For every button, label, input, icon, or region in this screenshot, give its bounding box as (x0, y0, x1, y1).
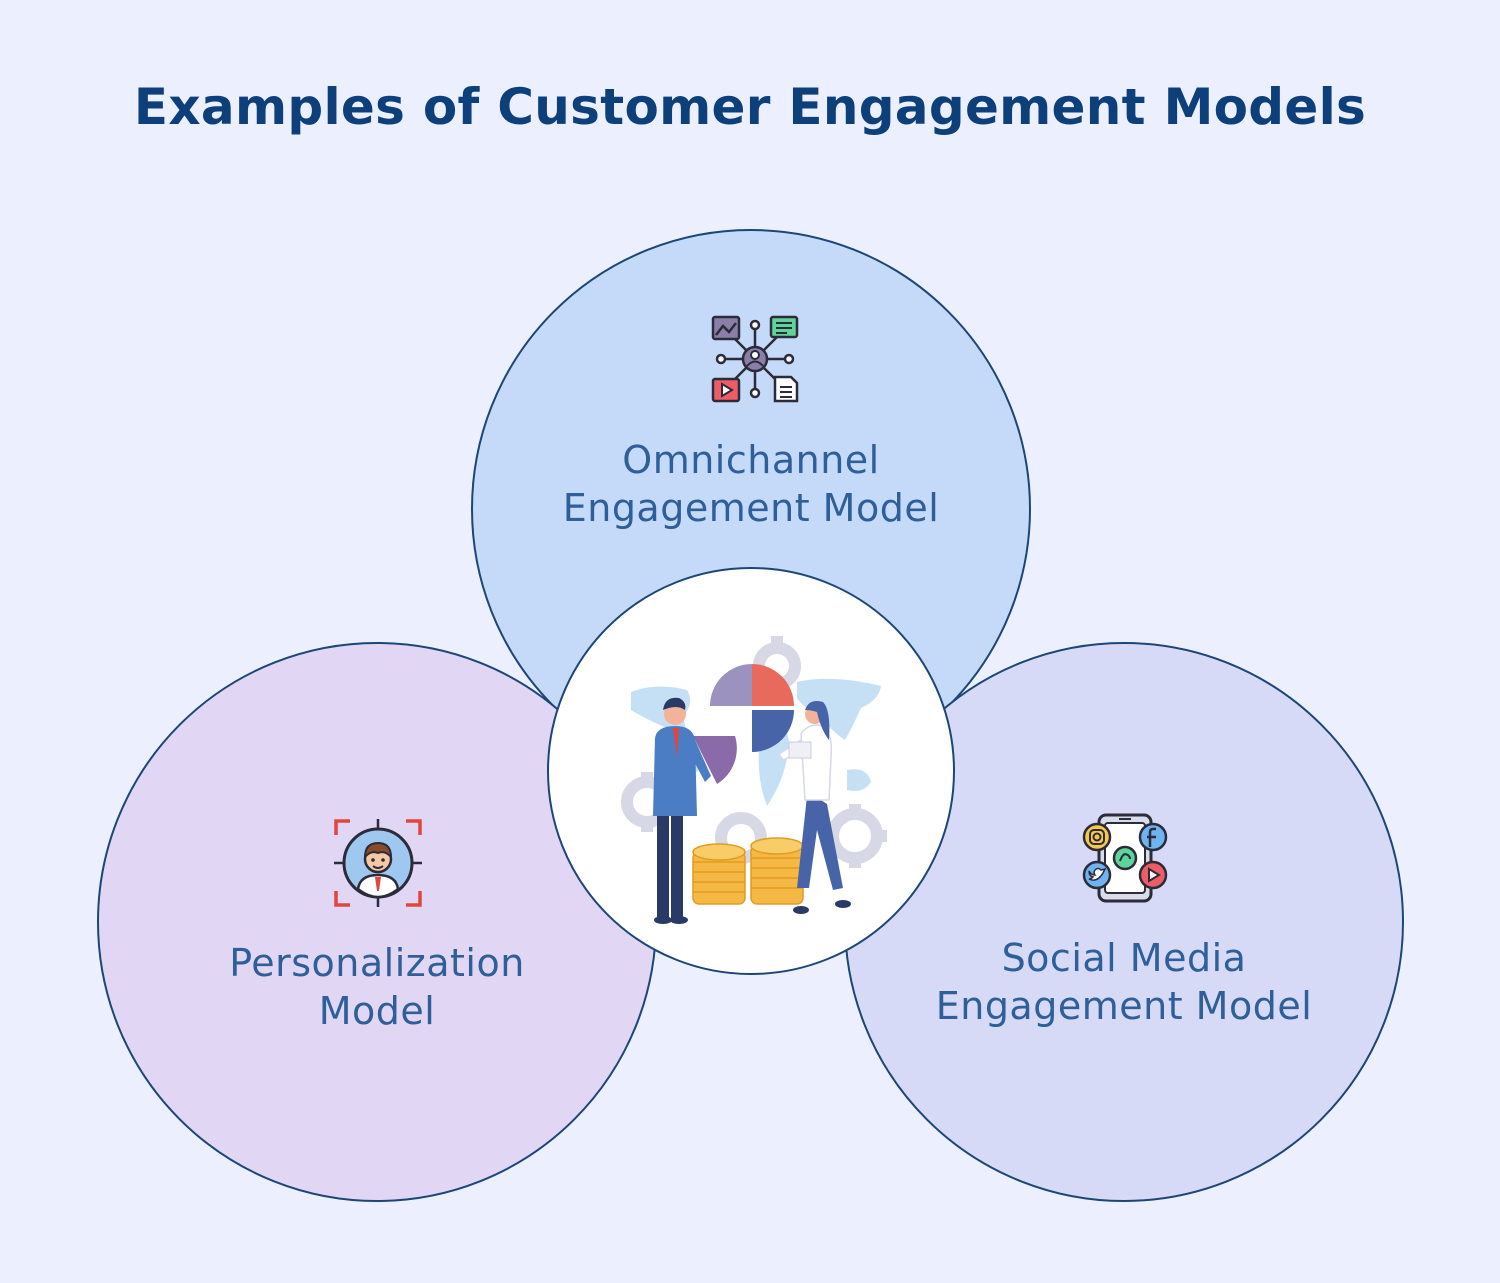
omnichannel-label-line2: Engagement Model (562, 486, 940, 530)
center-circle (547, 567, 955, 975)
social-media-label-line1: Social Media (1001, 936, 1247, 980)
personalization-label-line1: Personalization (229, 941, 525, 985)
personalization-label: Personalization Model (117, 939, 637, 1035)
social-media-label-line2: Engagement Model (935, 984, 1313, 1028)
omnichannel-label-line1: Omnichannel (622, 438, 880, 482)
page-title: Examples of Customer Engagement Models (133, 78, 1367, 136)
business-people-chart-coins-illustration (621, 636, 887, 924)
network-channels-icon (711, 315, 799, 403)
omnichannel-label: Omnichannel Engagement Model (491, 436, 1011, 532)
smartphone-social-icon (1082, 813, 1168, 903)
person-target-icon (334, 819, 422, 907)
social-media-label: Social Media Engagement Model (864, 934, 1384, 1030)
personalization-label-line2: Model (318, 989, 436, 1033)
